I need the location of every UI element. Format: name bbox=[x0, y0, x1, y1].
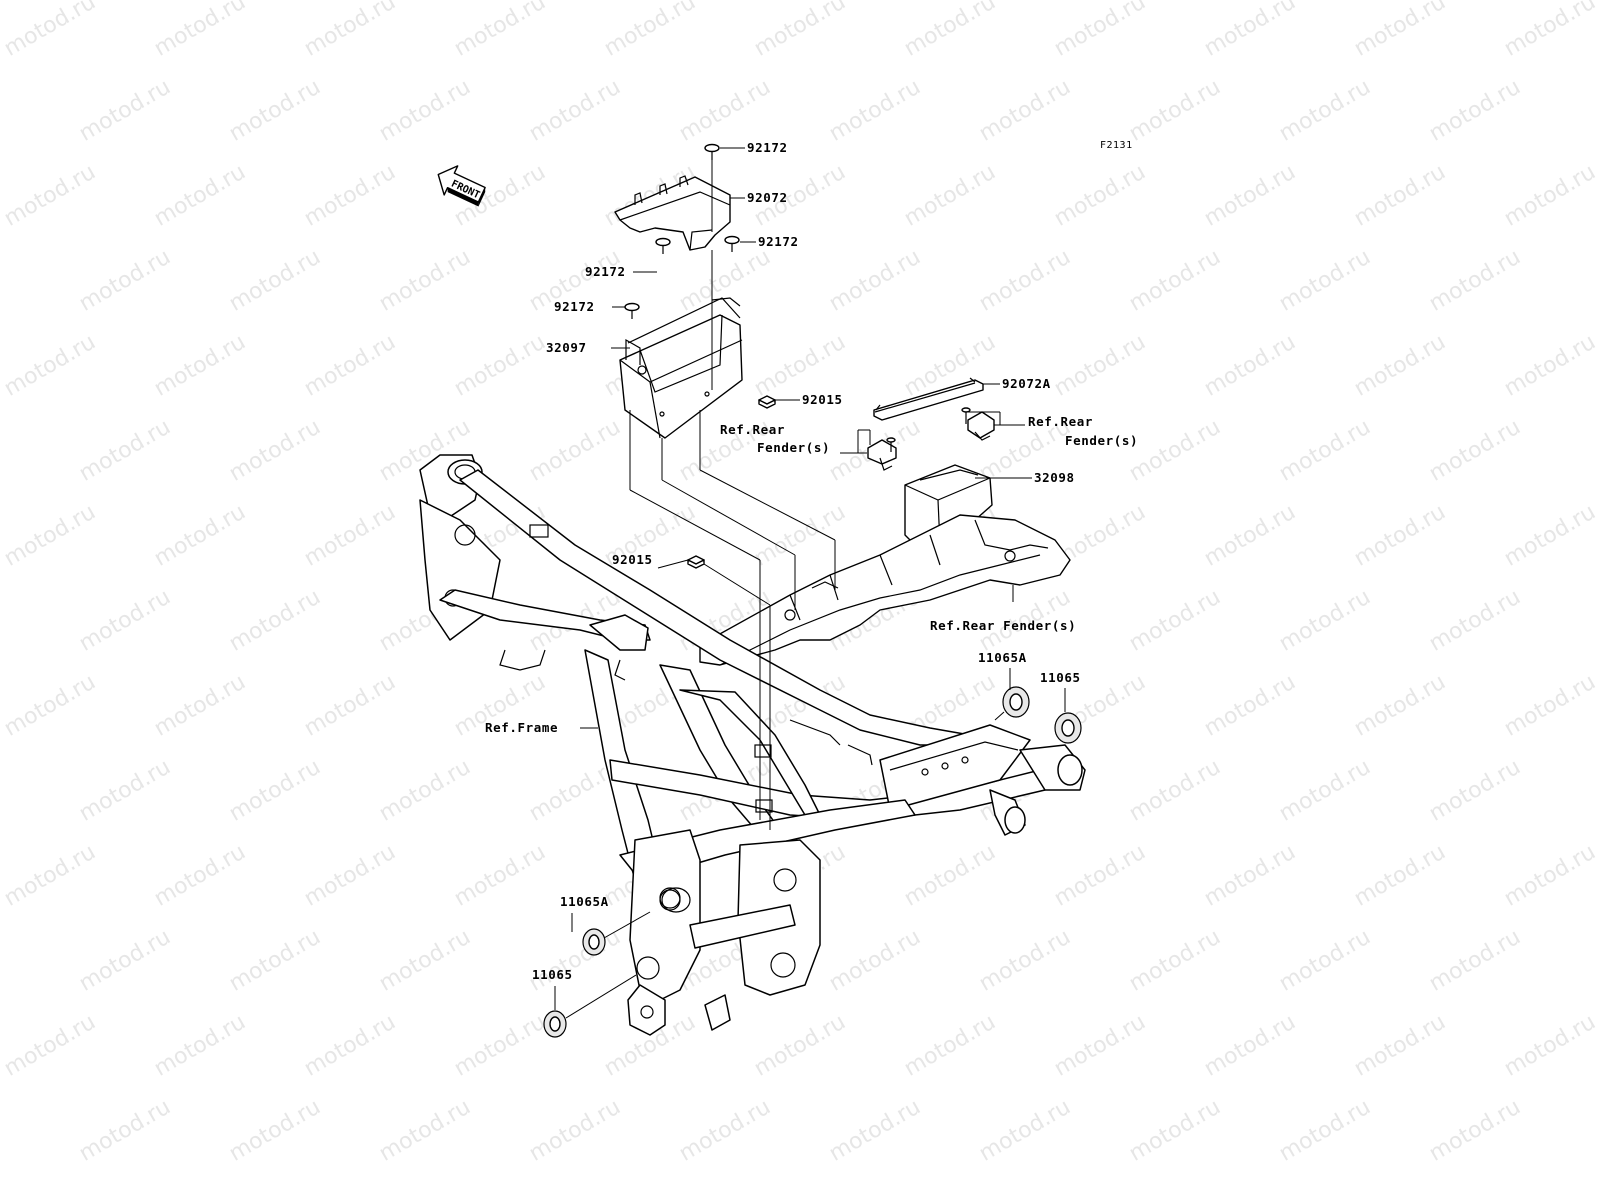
part-label-32098: 32098 bbox=[1034, 470, 1075, 485]
part-label-32097: 32097 bbox=[546, 340, 587, 355]
nut-92015-frame-icon bbox=[687, 555, 705, 569]
part-label-11065-right: 11065 bbox=[1040, 670, 1081, 685]
part-label-92072: 92072 bbox=[747, 190, 788, 205]
leader-lines bbox=[554, 147, 1066, 1019]
rear-fender-inner bbox=[699, 514, 1071, 666]
part-label-11065A-left: 11065A bbox=[560, 894, 609, 909]
part-label-11065-left: 11065 bbox=[532, 967, 573, 982]
bolt-92172-top-icon bbox=[704, 143, 720, 160]
ref-rear-fender-left-line1: Ref.Rear bbox=[720, 422, 785, 437]
nut-92015-box-icon bbox=[758, 395, 776, 409]
ref-frame: Ref.Frame bbox=[485, 720, 558, 735]
part-label-11065A-right: 11065A bbox=[978, 650, 1027, 665]
ref-rear-fender-bottom: Ref.Rear Fender(s) bbox=[930, 618, 1076, 633]
part-labels: 92172 92072 92172 92172 92172 32097 9201… bbox=[532, 140, 1081, 982]
part-label-92015-box: 92015 bbox=[802, 392, 843, 407]
part-label-92015-frame: 92015 bbox=[612, 552, 653, 567]
grommet-11065-right-icon bbox=[1054, 712, 1082, 744]
front-arrow-icon: FRONT bbox=[437, 165, 486, 207]
part-label-92172-right: 92172 bbox=[758, 234, 799, 249]
clip-right-icon bbox=[961, 407, 995, 441]
part-label-92172-top: 92172 bbox=[747, 140, 788, 155]
clip-left-icon bbox=[867, 437, 897, 471]
grommet-11065-left-icon bbox=[543, 1010, 567, 1038]
diagram-code: F2131 bbox=[1100, 140, 1133, 151]
strap-92072A bbox=[873, 377, 984, 421]
part-label-92072A: 92072A bbox=[1002, 376, 1051, 391]
part-label-92172-left: 92172 bbox=[585, 264, 626, 279]
bracket-92072 bbox=[614, 175, 731, 251]
bolt-92172-left-icon bbox=[655, 237, 671, 254]
ref-rear-fender-right-line1: Ref.Rear bbox=[1028, 414, 1093, 429]
ref-rear-fender-left-line2: Fender(s) bbox=[757, 440, 830, 455]
motorcycle-frame bbox=[419, 454, 1086, 1036]
bolt-92172-right-icon bbox=[724, 235, 740, 252]
bolt-92172-far-left-icon bbox=[624, 302, 640, 319]
battery-case-32097 bbox=[619, 297, 743, 439]
part-label-92172-far-left: 92172 bbox=[554, 299, 595, 314]
ref-rear-fender-right-line2: Fender(s) bbox=[1065, 433, 1138, 448]
grommet-11065A-left-icon bbox=[582, 928, 606, 956]
grommet-11065A-right-icon bbox=[1002, 686, 1030, 718]
reference-labels: Ref.Rear Fender(s) Ref.Rear Fender(s) Re… bbox=[485, 414, 1138, 735]
